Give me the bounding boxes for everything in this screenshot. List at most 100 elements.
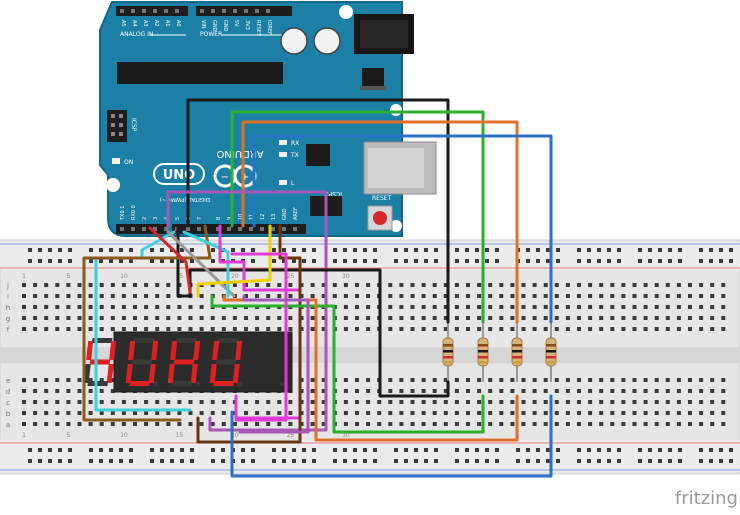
- breadboard-hole: [44, 327, 49, 331]
- column-number: 25: [287, 432, 295, 439]
- resistor-band: [478, 356, 488, 359]
- rail-hole: [465, 459, 469, 463]
- column-number: 30: [342, 432, 350, 439]
- rail-hole: [719, 248, 723, 252]
- resistor-band: [512, 361, 522, 364]
- breadboard-hole: [532, 400, 537, 404]
- breadboard-hole: [388, 411, 393, 415]
- wire-purple: [238, 294, 310, 434]
- breadboard-hole: [266, 316, 271, 320]
- breadboard-hole: [355, 422, 359, 426]
- rail-hole: [221, 448, 225, 452]
- breadboard-hole: [632, 294, 637, 298]
- breadboard-hole: [110, 294, 115, 298]
- rail-hole: [333, 459, 337, 463]
- column-number: 25: [287, 273, 295, 280]
- breadboard-hole: [443, 411, 448, 415]
- breadboard-hole: [699, 411, 704, 415]
- rail-hole: [272, 448, 276, 452]
- rail-hole: [617, 248, 621, 252]
- breadboard-hole: [55, 389, 60, 393]
- breadboard-hole: [110, 389, 115, 393]
- header-pin: [153, 9, 157, 13]
- rail-hole: [536, 259, 540, 263]
- breadboard-hole: [188, 400, 193, 404]
- rail-hole: [475, 459, 479, 463]
- svg-text:+: +: [241, 172, 249, 183]
- breadboard-hole: [610, 422, 615, 426]
- rail-hole: [475, 259, 479, 263]
- digital-pin-label: GND: [282, 208, 288, 220]
- breadboard-hole: [343, 378, 348, 382]
- column-number: 20: [231, 273, 239, 280]
- rail-hole: [353, 459, 357, 463]
- column-number: 5: [66, 432, 70, 439]
- segment: [235, 341, 243, 360]
- breadboard-hole: [499, 283, 504, 287]
- rail-hole: [607, 259, 611, 263]
- breadboard-hole: [577, 305, 581, 309]
- rail-hole: [160, 248, 164, 252]
- tx-label: TX: [290, 152, 299, 159]
- breadboard-hole: [565, 378, 570, 382]
- power-pin-label: VIN: [200, 20, 206, 29]
- rail-hole: [160, 259, 164, 263]
- breadboard-hole: [632, 305, 637, 309]
- breadboard-hole: [33, 411, 38, 415]
- analog-pin-label: A1: [164, 20, 170, 27]
- rail-hole: [546, 259, 550, 263]
- rail-hole: [180, 459, 184, 463]
- breadboard-hole: [488, 316, 493, 320]
- breadboard-hole: [88, 316, 93, 320]
- rail-hole: [302, 248, 306, 252]
- rail-hole: [729, 448, 733, 452]
- breadboard-hole: [466, 378, 470, 382]
- breadboard-hole: [388, 389, 393, 393]
- rail-hole: [719, 259, 723, 263]
- rail-hole: [129, 448, 133, 452]
- breadboard-hole: [310, 411, 315, 415]
- breadboard-hole: [77, 389, 82, 393]
- rail-hole: [58, 459, 62, 463]
- rail-hole: [404, 259, 408, 263]
- breadboard-hole: [244, 283, 248, 287]
- rail-hole: [668, 259, 672, 263]
- breadboard-hole: [410, 389, 415, 393]
- breadboard-hole: [488, 411, 493, 415]
- rail-hole: [190, 248, 194, 252]
- breadboard-hole: [721, 389, 726, 393]
- breadboard-hole: [610, 389, 615, 393]
- breadboard-hole: [543, 422, 548, 426]
- breadboard-hole: [676, 378, 681, 382]
- breadboard-hole: [88, 294, 93, 298]
- rail-hole: [495, 459, 499, 463]
- breadboard-hole: [699, 294, 704, 298]
- reset-button[interactable]: [373, 211, 387, 225]
- breadboard-hole: [588, 389, 593, 393]
- breadboard-hole: [665, 411, 670, 415]
- breadboard-hole: [77, 294, 82, 298]
- rail-hole: [190, 459, 194, 463]
- rail-hole: [587, 459, 591, 463]
- breadboard-hole: [144, 411, 149, 415]
- breadboard-hole: [66, 389, 71, 393]
- breadboard-hole: [588, 422, 593, 426]
- rail-hole: [68, 448, 72, 452]
- resistor-band: [443, 344, 453, 347]
- column-number: 20: [231, 432, 239, 439]
- rail-hole: [424, 459, 428, 463]
- wire-green: [210, 294, 485, 434]
- breadboard-hole: [499, 389, 504, 393]
- rail-hole: [404, 248, 408, 252]
- breadboard-hole: [532, 316, 537, 320]
- breadboard-hole: [565, 327, 570, 331]
- rail-hole: [282, 459, 286, 463]
- resistor-band: [443, 350, 453, 353]
- row-letter: f: [7, 326, 10, 334]
- rail-hole: [109, 448, 113, 452]
- breadboard-hole: [665, 327, 670, 331]
- breadboard-hole: [676, 294, 681, 298]
- breadboard-hole: [699, 283, 704, 287]
- breadboard-hole: [44, 411, 49, 415]
- header-pin: [186, 227, 190, 231]
